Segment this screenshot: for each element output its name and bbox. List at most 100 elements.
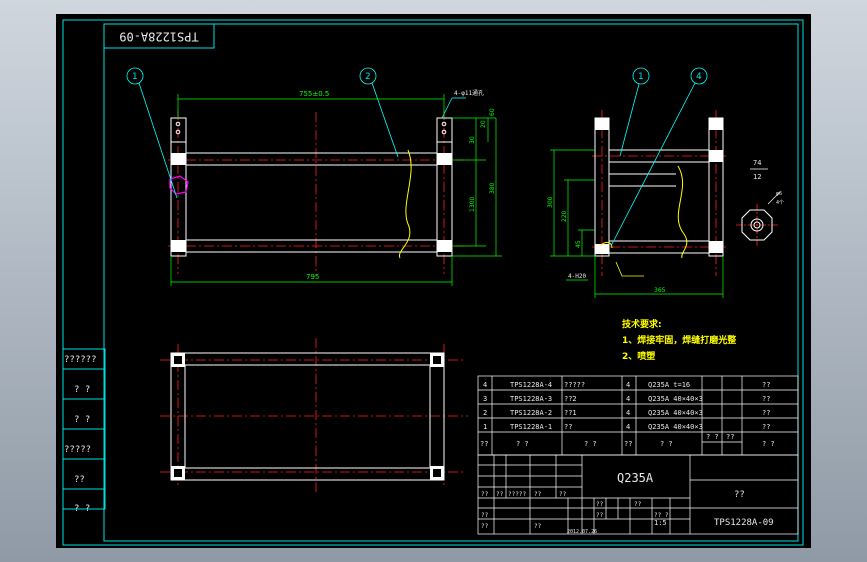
svg-text:? ?: ? ? — [660, 440, 673, 448]
left-stamp-table — [62, 348, 106, 510]
svg-text:??: ?? — [559, 491, 567, 498]
svg-text:??: ?? — [726, 433, 734, 441]
stamp-row-5: ?? — [74, 475, 85, 485]
svg-text:??: ?? — [762, 409, 770, 417]
svg-text:??: ?? — [534, 491, 542, 498]
dim-bottom-width: 795 — [306, 273, 319, 281]
svg-text:? ?: ? ? — [516, 440, 529, 448]
svg-text:? ?: ? ? — [706, 433, 719, 441]
weld-symbol: 4-H20 — [568, 273, 586, 280]
svg-text:TPS1228A-2: TPS1228A-2 — [510, 409, 552, 417]
dim-right-full: 380 — [489, 182, 496, 194]
svg-text:?????: ????? — [564, 381, 585, 389]
svg-text:??: ?? — [596, 501, 604, 508]
top-view — [160, 338, 468, 492]
drawing-number: TPS1228A-09 — [714, 518, 774, 528]
svg-text:??: ?? — [480, 440, 488, 448]
svg-text:30: 30 — [469, 136, 476, 144]
bom-row: 3 TPS1228A-3 ??2 4 Q235A 40×40×3 ?? — [483, 395, 770, 403]
cad-drawing-sheet: TPS1228A-09 ?????? ? ? ? ? ????? ?? ? ? — [62, 19, 804, 546]
inverted-drawing-number: TPS1228A-09 — [103, 23, 215, 49]
svg-text:Q235A 40×40×3: Q235A 40×40×3 — [648, 395, 703, 403]
svg-text:1: 1 — [638, 72, 644, 82]
dim-right-mid: 1300 — [469, 197, 476, 212]
bom-header: ?? ? ? ? ? ?? ? ? ? ? ?? ? ? — [480, 433, 775, 448]
svg-text:?????: ????? — [508, 491, 526, 498]
svg-text:4: 4 — [483, 381, 487, 389]
svg-text:?? ?: ?? ? — [654, 512, 669, 519]
svg-text:Q235A 40×40×3: Q235A 40×40×3 — [648, 423, 703, 431]
tech-item-1: 1、焊接牢固，焊缝打磨光整 — [622, 334, 736, 346]
svg-text:TPS1228A-4: TPS1228A-4 — [510, 381, 552, 389]
detail-view: 74 12 φ6 4个 — [736, 159, 784, 246]
svg-text:??: ?? — [534, 523, 542, 530]
front-view: 1 2 4-φ11通孔 755±0.5 795 20 30 60 1300 38… — [126, 67, 502, 286]
dim-top-width: 755±0.5 — [299, 90, 329, 98]
svg-text:??: ?? — [762, 395, 770, 403]
material-label: Q235A — [617, 471, 654, 485]
detail-dim-b: 12 — [753, 173, 761, 181]
svg-text:20: 20 — [480, 120, 487, 128]
cad-viewport[interactable]: TPS1228A-09 ?????? ? ? ? ? ????? ?? ? ? — [56, 14, 811, 548]
svg-text:? ?: ? ? — [762, 440, 775, 448]
svg-text:1: 1 — [483, 423, 487, 431]
dim-side-bottom: 365 — [654, 287, 666, 294]
stamp-row-2: ? ? — [74, 385, 90, 395]
dim-side-inner: 220 — [561, 210, 568, 222]
scale-value: 1:5 — [654, 519, 667, 527]
stamp-row-1: ?????? — [64, 355, 97, 365]
svg-text:2: 2 — [365, 72, 371, 82]
balloon-2-front — [359, 67, 377, 85]
balloon-4-side — [690, 67, 708, 85]
svg-text:??: ?? — [624, 440, 632, 448]
tech-requirements: 技术要求: 1、焊接牢固，焊缝打磨光整 2、喷塑 — [622, 318, 736, 362]
detail-dim-d: 4个 — [776, 200, 784, 206]
dim-side-outer: 300 — [547, 196, 554, 208]
svg-text:? ?: ? ? — [584, 440, 597, 448]
svg-text:4: 4 — [626, 423, 630, 431]
sheet-border-inner — [103, 23, 799, 542]
svg-text:??: ?? — [564, 423, 572, 431]
svg-text:Q235A 40×40×3: Q235A 40×40×3 — [648, 409, 703, 417]
detail-dim-a: 74 — [753, 159, 761, 167]
stamp-row-4: ????? — [64, 445, 91, 455]
svg-text:??: ?? — [481, 523, 489, 530]
tech-title: 技术要求: — [622, 318, 662, 330]
stamp-row-6: ? ? — [74, 504, 90, 514]
svg-text:4: 4 — [626, 395, 630, 403]
bom-row: 1 TPS1228A-1 ?? 4 Q235A 40×40×3 ?? — [483, 423, 770, 431]
svg-text:1: 1 — [132, 72, 138, 82]
svg-text:??: ?? — [596, 512, 604, 519]
svg-text:TPS1228A-3: TPS1228A-3 — [510, 395, 552, 403]
bom-rows: 4 TPS1228A-4 ????? 4 Q235A t=16 ?? 3 TPS… — [480, 381, 775, 448]
stamp-row-3: ? ? — [74, 415, 90, 425]
dim-side-small: 45 — [575, 240, 582, 248]
svg-text:??2: ??2 — [564, 395, 577, 403]
company-name: ?? — [734, 490, 745, 500]
svg-text:??: ?? — [481, 491, 489, 498]
hole-callout: 4-φ11通孔 — [454, 89, 484, 97]
svg-text:Q235A t=16: Q235A t=16 — [648, 381, 690, 389]
svg-text:??: ?? — [496, 491, 504, 498]
svg-text:4: 4 — [696, 72, 702, 82]
svg-text:??: ?? — [762, 423, 770, 431]
svg-text:3: 3 — [483, 395, 487, 403]
tech-item-2: 2、喷塑 — [622, 350, 655, 362]
bom-row: 4 TPS1228A-4 ????? 4 Q235A t=16 ?? — [483, 381, 770, 389]
svg-text:??: ?? — [634, 501, 642, 508]
detail-dim-c: φ6 — [776, 191, 782, 197]
balloon-1-front — [126, 67, 144, 85]
svg-text:??: ?? — [762, 381, 770, 389]
svg-text:TPS1228A-09: TPS1228A-09 — [119, 30, 198, 44]
balloon-1-side — [632, 67, 650, 85]
sheet-border-outer — [62, 19, 804, 546]
svg-text:TPS1228A-1: TPS1228A-1 — [510, 423, 552, 431]
bom-row: 2 TPS1228A-2 ??1 4 Q235A 40×40×3 ?? — [483, 409, 770, 417]
svg-text:2: 2 — [483, 409, 487, 417]
svg-text:??: ?? — [481, 512, 489, 519]
svg-text:??1: ??1 — [564, 409, 577, 417]
svg-text:60: 60 — [489, 108, 496, 116]
side-view: 1 4 300 220 45 4-H20 365 — [547, 67, 726, 298]
selection-highlight — [169, 175, 189, 195]
svg-text:4: 4 — [626, 409, 630, 417]
